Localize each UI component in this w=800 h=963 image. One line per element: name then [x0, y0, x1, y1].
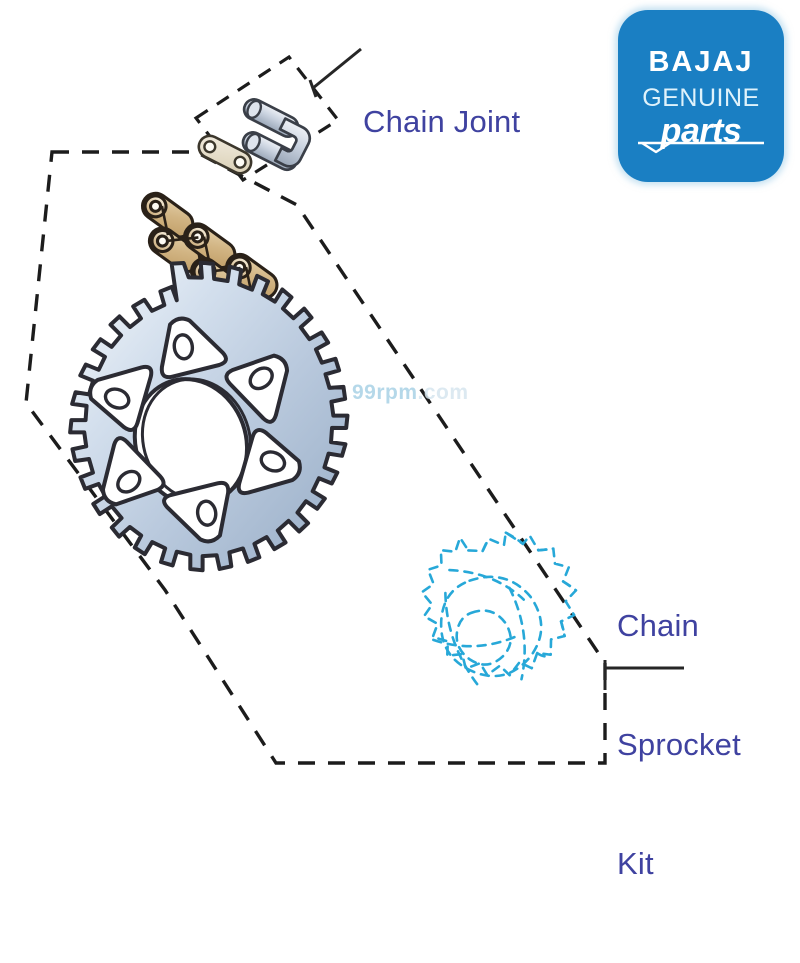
logo-genuine-text: GENUINE: [642, 84, 760, 112]
watermark-suffix: .com: [417, 381, 469, 404]
bajaj-genuine-parts-logo: BAJAJ GENUINE parts: [618, 10, 784, 182]
chain-joint-link-plate: [197, 134, 253, 175]
chain-joint-leader-line: [308, 47, 362, 98]
logo-brand-text: BAJAJ: [648, 46, 754, 78]
diagram-canvas: Chain Joint Chain Sprocket Kit 99rpm.com…: [24, 10, 784, 881]
callout-line: Chain Joint: [363, 104, 521, 140]
callout-line: Sprocket: [617, 727, 741, 763]
chain-joint-pin-link: [241, 98, 312, 172]
callout-label-chain-sprocket-kit: Chain Sprocket Kit: [617, 527, 741, 963]
callout-line: Kit: [617, 846, 654, 882]
chain-joint-part: [197, 98, 312, 175]
rear-sprocket: [68, 260, 350, 573]
callout-label-chain-joint: Chain Joint: [363, 23, 520, 221]
front-sprocket-outline: [420, 531, 578, 690]
logo-swoosh-icon: [638, 141, 764, 154]
watermark-prefix: 99rpm: [352, 381, 418, 404]
watermark: 99rpm.com: [352, 381, 469, 405]
callout-line: Chain: [617, 608, 699, 644]
parts-diagram-svg: [24, 47, 684, 765]
chain-sprocket-kit-leader-line: [603, 660, 684, 690]
